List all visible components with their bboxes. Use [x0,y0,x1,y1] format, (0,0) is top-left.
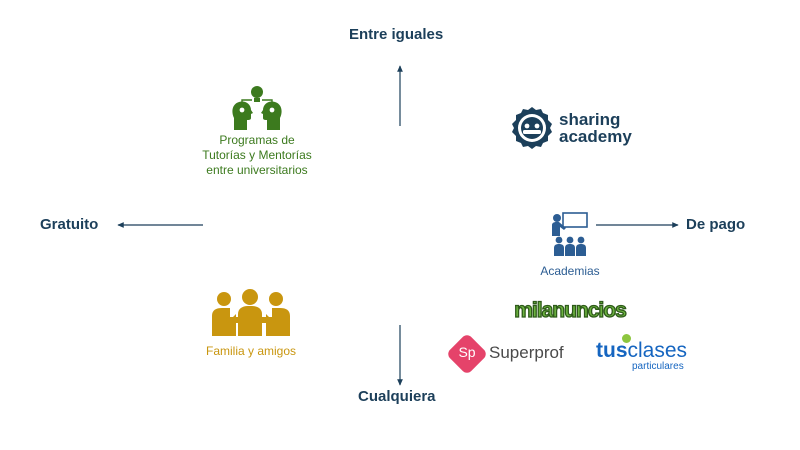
milanuncios-logo[interactable]: milanuncios [511,298,629,322]
axis-label-bottom: Cualquiera [358,388,436,405]
tusclases-text-2: clases [627,339,688,362]
classroom-teacher-icon [552,212,588,256]
academias-label: Academias [540,264,600,278]
peer-mentoring-icon [232,86,282,130]
axis-label-top: Entre iguales [349,26,444,43]
tutorias-label: Programas de Tutorías y Mentorías entre … [180,133,334,178]
sharing-academy-line-2: academy [559,127,632,146]
superprof-badge-text: Sp [458,344,476,360]
tusclases-dot-icon [622,334,631,343]
superprof-logo[interactable]: Superprof [489,343,564,362]
tutorias-line-2: Tutorías y Mentorías [202,148,312,162]
family-group-icon [212,289,290,336]
axis-label-left: Gratuito [40,216,99,233]
sharing-academy-line-1: sharing [559,110,621,129]
tusclases-subtitle: particulares [632,361,684,372]
milanuncios-text: milanuncios [514,299,626,322]
tutorias-line-1: Programas de [219,133,295,147]
tusclases-logo[interactable]: tusclases [596,340,687,362]
tutorias-line-3: entre universitarios [206,163,308,177]
sharing-academy-badge-icon [512,107,552,149]
axis-label-right: De pago [686,216,746,233]
sharing-academy-logo[interactable]: sharing academy [559,111,632,145]
tusclases-text-1: tus [596,339,628,362]
familia-label: Familia y amigos [205,344,297,358]
